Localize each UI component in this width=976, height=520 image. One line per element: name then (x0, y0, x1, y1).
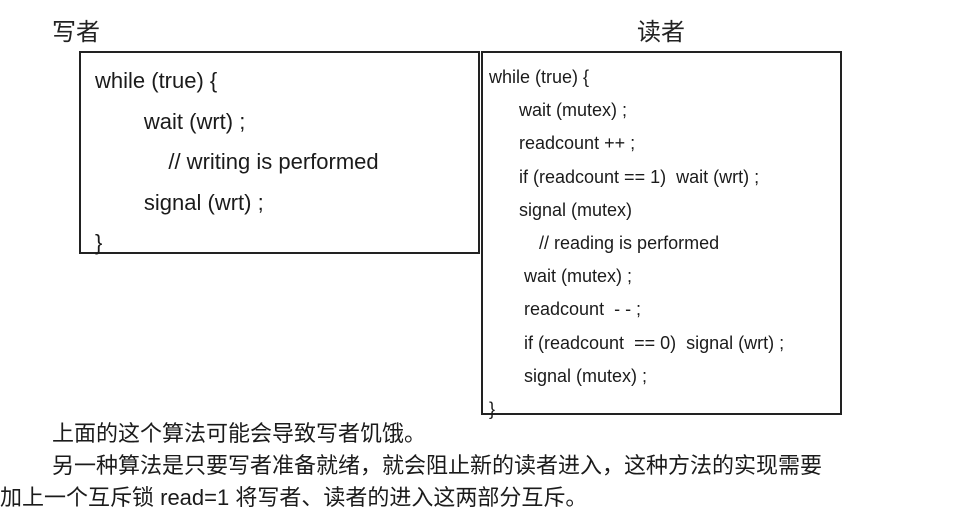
note-paragraph-line-1: 上面的这个算法可能会导致写者饥饿。 (52, 421, 427, 446)
code-line: } (489, 399, 496, 420)
code-line: if (readcount == 1) wait (wrt) ; (489, 166, 760, 187)
code-line: // writing is performed (95, 149, 379, 174)
code-line: signal (mutex) (489, 199, 633, 220)
code-line: while (true) { (95, 68, 218, 93)
code-line: wait (mutex) ; (489, 100, 628, 121)
code-line: readcount - - ; (489, 299, 642, 320)
note-paragraph-line-3: 加上一个互斥锁 read=1 将写者、读者的进入这两部分互斥。 (0, 485, 588, 510)
note-paragraph-line-2: 另一种算法是只要写者准备就绪，就会阻止新的读者进入，这种方法的实现需要 (52, 453, 823, 478)
code-line: signal (wrt) ; (95, 189, 264, 215)
reader-column-header: 读者 (637, 19, 685, 46)
code-line: signal (mutex) ; (489, 365, 648, 386)
code-line: while (true) { (489, 67, 590, 87)
code-line: // reading is performed (489, 233, 720, 254)
writer-code-lines: while (true) { wait (wrt) ; // writing i… (81, 53, 478, 264)
code-line: } (95, 230, 103, 255)
reader-code-lines: while (true) { wait (mutex) ; readcount … (483, 53, 840, 426)
code-line: wait (wrt) ; (95, 108, 246, 134)
reader-code-box: while (true) { wait (mutex) ; readcount … (481, 51, 842, 419)
writer-code-box: while (true) { wait (wrt) ; // writing i… (79, 51, 480, 255)
code-line: readcount ++ ; (489, 133, 636, 154)
code-line: if (readcount == 0) signal (wrt) ; (489, 332, 785, 353)
code-line: wait (mutex) ; (489, 266, 633, 287)
writer-column-header: 写者 (52, 19, 100, 46)
